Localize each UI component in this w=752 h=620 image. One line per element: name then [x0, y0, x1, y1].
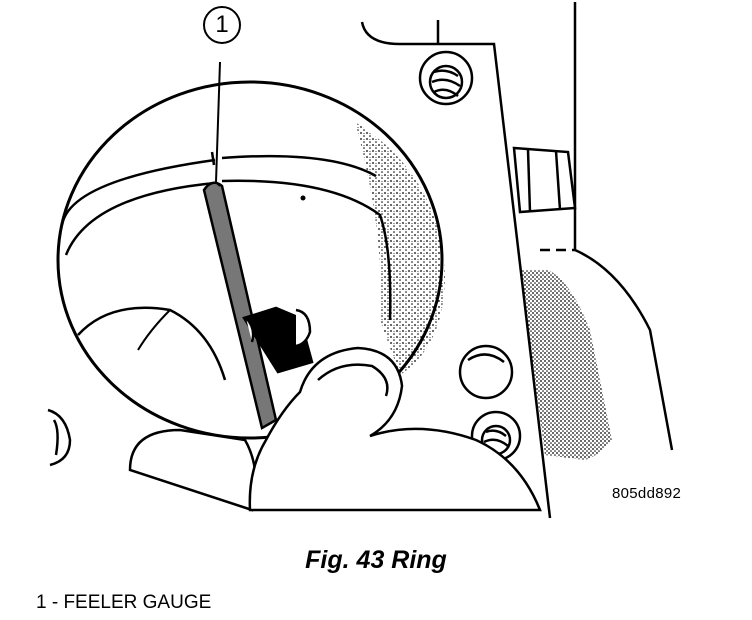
- bolt-top: [418, 50, 474, 106]
- bolt-left: [47, 408, 72, 467]
- feeler-gauge-ring-illustration: [47, 2, 674, 519]
- engine-block: [360, 2, 674, 519]
- cylinder-bore: [56, 80, 445, 440]
- bolt-middle: [458, 344, 514, 400]
- hex-nut: [512, 146, 577, 214]
- figure-caption: Fig. 43 Ring: [305, 546, 447, 574]
- figure-code: 805dd892: [612, 485, 682, 502]
- block-edge-shading: [520, 270, 612, 460]
- legend-item: 1 - FEELER GAUGE: [36, 592, 212, 613]
- callout-leader: [203, 6, 241, 183]
- feeler-gauge: [202, 181, 278, 430]
- callout-number: 1: [215, 11, 229, 38]
- hand: [128, 306, 542, 512]
